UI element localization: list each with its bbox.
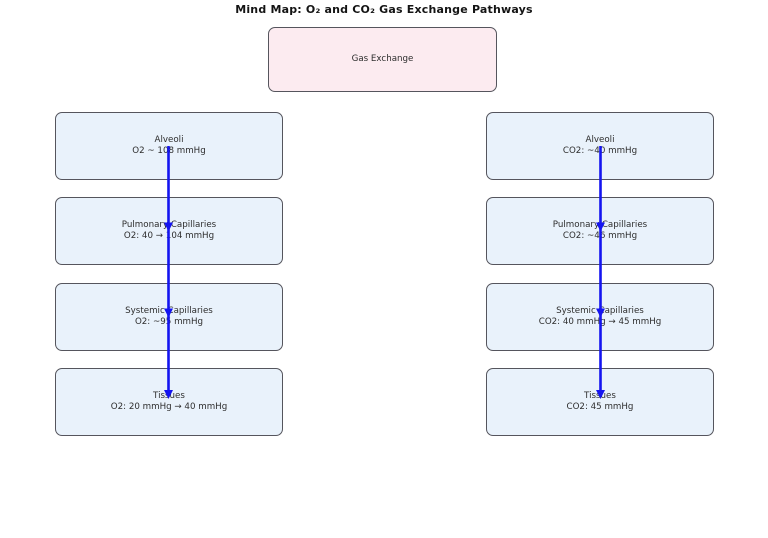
node-systemic-capillaries-o2: Systemic Capillaries O2: ~95 mmHg (55, 283, 283, 351)
o2-pathway-arrow (164, 146, 173, 399)
node-value: O2: ~95 mmHg (134, 317, 204, 327)
node-title: Systemic Capillaries (556, 306, 644, 316)
node-value: CO2: ~46 mmHg (562, 231, 638, 241)
page-title: Mind Map: O₂ and CO₂ Gas Exchange Pathwa… (235, 3, 533, 16)
node-value: O2 ~ 108 mmHg (132, 146, 206, 156)
node-title: Alveoli (154, 135, 184, 145)
root-node-label: Gas Exchange (351, 54, 414, 64)
root-node-gas-exchange: Gas Exchange (268, 27, 497, 92)
node-title: Pulmonary Capillaries (552, 220, 648, 230)
node-value: CO2: ~40 mmHg (562, 146, 638, 156)
node-pulmonary-capillaries-co2: Pulmonary Capillaries CO2: ~46 mmHg (486, 197, 714, 265)
node-title: Tissues (153, 391, 185, 401)
node-value: CO2: 40 mmHg → 45 mmHg (538, 317, 662, 327)
node-value: CO2: 45 mmHg (566, 402, 634, 412)
node-value: O2: 40 → 104 mmHg (123, 231, 215, 241)
node-pulmonary-capillaries-o2: Pulmonary Capillaries O2: 40 → 104 mmHg (55, 197, 283, 265)
node-title: Tissues (584, 391, 616, 401)
co2-pathway-arrow (596, 146, 605, 399)
node-systemic-capillaries-co2: Systemic Capillaries CO2: 40 mmHg → 45 m… (486, 283, 714, 351)
node-title: Systemic Capillaries (125, 306, 213, 316)
node-alveoli-o2: Alveoli O2 ~ 108 mmHg (55, 112, 283, 180)
node-tissues-co2: Tissues CO2: 45 mmHg (486, 368, 714, 436)
node-title: Pulmonary Capillaries (121, 220, 217, 230)
node-value: O2: 20 mmHg → 40 mmHg (110, 402, 228, 412)
node-tissues-o2: Tissues O2: 20 mmHg → 40 mmHg (55, 368, 283, 436)
node-title: Alveoli (585, 135, 615, 145)
node-alveoli-co2: Alveoli CO2: ~40 mmHg (486, 112, 714, 180)
